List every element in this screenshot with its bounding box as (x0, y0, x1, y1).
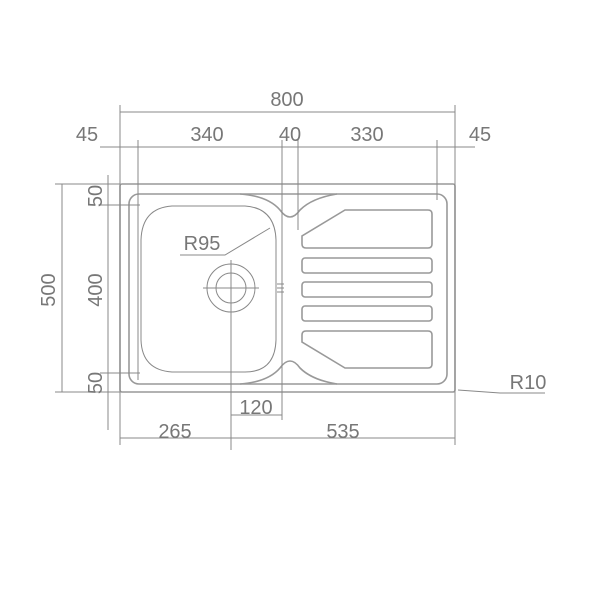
dim-remaining: 535 (326, 421, 359, 443)
extension-lines (55, 105, 456, 445)
dimension-lines (61, 111, 545, 439)
dim-bowl-radius: R95 (184, 233, 221, 255)
dim-top-margin: 50 (85, 185, 107, 207)
dim-corner-radius: R10 (510, 372, 547, 394)
dim-drainer-width: 330 (350, 124, 383, 146)
drainer-grooves (301, 209, 433, 369)
dim-bottom-margin: 50 (85, 372, 107, 394)
dim-bowl-depth: 400 (85, 273, 107, 306)
dim-bowl-width: 340 (190, 124, 223, 146)
sink-outline (119, 183, 456, 393)
dim-left-margin: 45 (76, 124, 98, 146)
dim-overall-width: 800 (270, 89, 303, 111)
dim-bowl-offset: 120 (239, 397, 272, 419)
bowl (140, 205, 277, 373)
drain-icon (203, 260, 284, 450)
dim-overall-depth: 500 (38, 273, 60, 306)
dim-right-margin: 45 (469, 124, 491, 146)
dim-drain-offset: 265 (158, 421, 191, 443)
dim-divider: 40 (279, 124, 301, 146)
